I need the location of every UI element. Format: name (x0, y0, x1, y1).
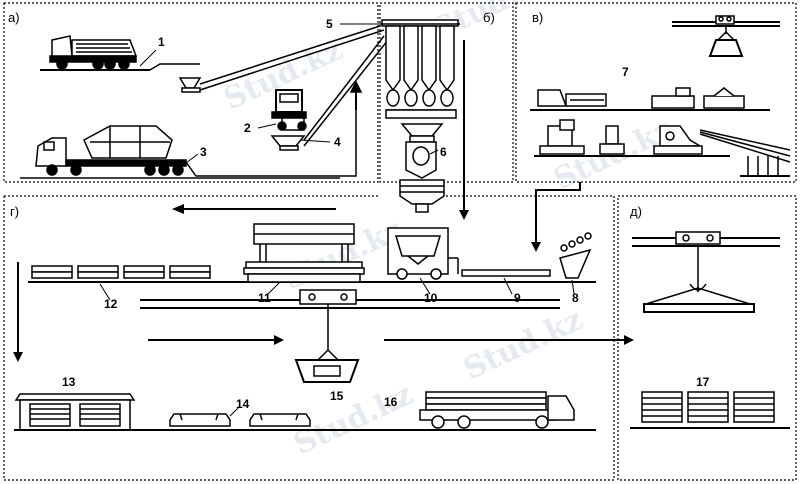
leader-lines (99, 23, 575, 417)
section-v-drawing (530, 15, 791, 252)
crane-icon (294, 289, 360, 383)
loader-icon (271, 89, 307, 131)
watermark: Stud.kz (459, 302, 589, 387)
label-10: 10 (424, 291, 438, 305)
label-4: 4 (334, 135, 341, 149)
label-14: 14 (236, 397, 250, 411)
label-13: 13 (62, 375, 76, 389)
label-9: 9 (514, 291, 521, 305)
section-label-g: г) (10, 204, 19, 219)
forming-machine-icon (243, 223, 365, 283)
label-3: 3 (200, 145, 207, 159)
label-11: 11 (258, 291, 271, 305)
label-5: 5 (326, 17, 333, 31)
section-b-drawing (380, 19, 469, 220)
label-2: 2 (244, 121, 251, 135)
concrete-distributor-icon (387, 227, 459, 280)
section-frames (3, 2, 797, 481)
product-stacks-icon (641, 391, 775, 423)
section-label-a: а) (8, 10, 20, 25)
section-d-drawing (630, 231, 790, 429)
label-15: 15 (330, 389, 344, 403)
label-17: 17 (696, 375, 710, 389)
section-label-d: д) (630, 204, 642, 219)
panel-truck-icon (419, 391, 575, 429)
section-label-b: б) (483, 10, 495, 25)
section-g-drawing (13, 204, 634, 431)
frame-g (3, 195, 615, 481)
frame-v (515, 2, 797, 183)
frame-a (3, 2, 379, 183)
cement-tanker-icon (35, 125, 187, 176)
label-16: 16 (384, 395, 398, 409)
label-12: 12 (104, 297, 118, 311)
label-6: 6 (440, 145, 447, 159)
label-8: 8 (572, 291, 579, 305)
frame-d (617, 195, 797, 481)
label-7: 7 (622, 65, 629, 79)
dump-truck-icon (49, 35, 138, 70)
feeder-icon (559, 232, 592, 279)
section-a-drawing (20, 25, 389, 179)
silo-group-icon (385, 25, 457, 119)
mixer-icon (405, 135, 437, 179)
section-label-v: в) (532, 10, 543, 25)
curing-chamber-icon (14, 393, 136, 431)
label-1: 1 (158, 35, 165, 49)
